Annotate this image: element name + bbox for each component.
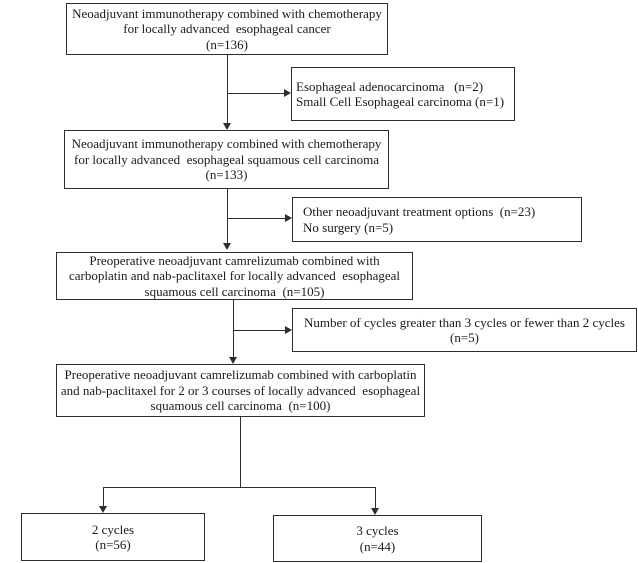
node-arm-three-cycles-text: 3 cycles (n=44) [356,523,399,554]
node-arm-two-cycles-text: 2 cycles (n=56) [91,521,135,553]
node-excluded-cycles: Number of cycles greater than 3 cycles o… [292,308,637,352]
connector-branch-cycles [233,330,285,331]
connector-camrelizumab-to-final [233,300,234,357]
connector-branch-histology [227,93,284,94]
arrow-right-icon [285,214,292,222]
node-escc-cohort-text: Neoadjuvant immunotherapy combined with … [71,136,382,183]
connector-branch-treatment [227,218,285,219]
connector-split-bar [103,487,376,488]
node-arm-three-cycles: 3 cycles (n=44) [273,515,482,562]
node-screened: Neoadjuvant immunotherapy combined with … [66,3,388,55]
connector-screened-to-escc [227,55,228,123]
arrow-right-icon [285,326,292,334]
node-excluded-histology: Esophageal adenocarcinoma (n=2) Small Ce… [291,67,515,121]
connector-drop-left [103,487,104,506]
connector-escc-to-camrelizumab [227,189,228,243]
arrow-down-icon [229,357,237,364]
node-excluded-treatment: Other neoadjuvant treatment options (n=2… [292,197,582,242]
arrow-right-icon [284,89,291,97]
arrow-down-icon [223,243,231,250]
arrow-down-icon [223,123,231,130]
arrow-down-icon [99,506,107,513]
node-final-cohort-text: Preoperative neoadjuvant camrelizumab co… [60,367,421,414]
node-escc-cohort: Neoadjuvant immunotherapy combined with … [64,130,389,189]
node-screened-text: Neoadjuvant immunotherapy combined with … [72,5,382,52]
node-camrelizumab-cohort-text: Preoperative neoadjuvant camrelizumab co… [69,252,400,299]
node-excluded-treatment-text: Other neoadjuvant treatment options (n=2… [303,204,536,235]
arrow-down-icon [371,508,379,515]
node-excluded-histology-text: Esophageal adenocarcinoma (n=2) Small Ce… [296,78,505,110]
connector-final-stem [240,417,241,487]
node-camrelizumab-cohort: Preoperative neoadjuvant camrelizumab co… [56,252,413,300]
node-final-cohort: Preoperative neoadjuvant camrelizumab co… [56,364,425,417]
node-excluded-cycles-text: Number of cycles greater than 3 cycles o… [304,314,625,346]
node-arm-two-cycles: 2 cycles (n=56) [21,513,205,561]
connector-drop-right [375,487,376,508]
